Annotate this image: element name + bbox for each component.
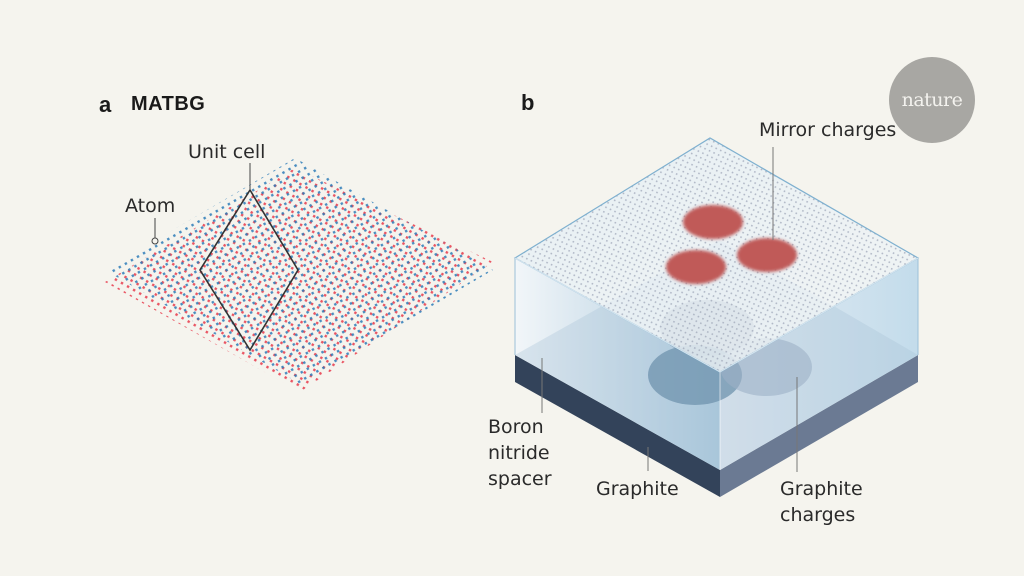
graphite-left-face <box>515 355 720 497</box>
panel-b-letter: b <box>521 90 535 115</box>
mirror-charge <box>683 205 743 239</box>
spacer-left-face <box>515 258 720 470</box>
unit-cell-label: Unit cell <box>188 141 266 163</box>
unit-cell-outline <box>199 188 299 352</box>
atom-label: Atom <box>125 195 176 217</box>
nature-logo-text: nature <box>901 89 963 111</box>
moire-lattice <box>105 158 493 392</box>
mirror-charge <box>737 238 797 272</box>
heterostructure-box <box>513 137 920 497</box>
boron-label-line1: Boron <box>488 416 544 438</box>
graphite-right-face <box>720 355 918 497</box>
spacer-right-face <box>720 258 918 470</box>
mirror-charge <box>666 250 726 284</box>
graphite-charges-label-line2: charges <box>780 504 856 526</box>
graphite-label: Graphite <box>596 478 679 500</box>
panel-a-letter: a <box>99 92 112 117</box>
graphite-charges-label-line1: Graphite <box>780 478 863 500</box>
nature-logo: nature <box>889 57 975 143</box>
panel-a-title: MATBG <box>131 93 206 115</box>
mirror-charges-label: Mirror charges <box>759 119 897 141</box>
boron-label-line3: spacer <box>488 468 552 490</box>
atom-marker <box>151 237 159 245</box>
boron-label-line2: nitride <box>488 442 550 464</box>
